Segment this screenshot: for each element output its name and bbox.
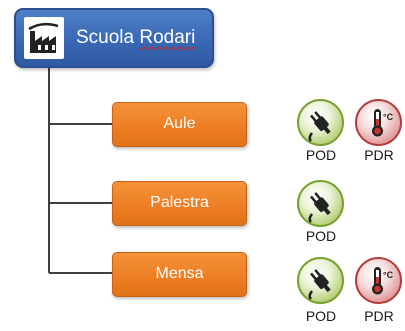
root-label-main: Scuola: [76, 27, 140, 48]
meter-label-aule-pdr: PDR: [364, 147, 394, 163]
svg-text:°C: °C: [383, 112, 394, 122]
thermometer-icon: °C: [355, 99, 402, 146]
thermometer-icon: °C: [355, 257, 402, 304]
child-node-aule[interactable]: Aule: [112, 102, 247, 147]
root-label-flagged: Rodari: [139, 27, 196, 48]
plug-icon: [297, 99, 344, 146]
child-node-mensa[interactable]: Mensa: [112, 252, 247, 297]
root-label: Scuola Rodari: [76, 10, 195, 66]
factory-icon: [24, 17, 64, 59]
svg-text:°C: °C: [383, 270, 394, 280]
meter-label-mensa-pdr: PDR: [364, 308, 394, 324]
root-node-scuola[interactable]: Scuola Rodari: [14, 8, 214, 68]
meter-label-aule-pod: POD: [305, 147, 337, 163]
plug-icon: [297, 257, 344, 304]
plug-icon: [297, 180, 344, 227]
meter-label-mensa-pod: POD: [305, 308, 337, 324]
meter-label-palestra-pod: POD: [305, 228, 337, 244]
child-node-palestra[interactable]: Palestra: [112, 181, 247, 226]
